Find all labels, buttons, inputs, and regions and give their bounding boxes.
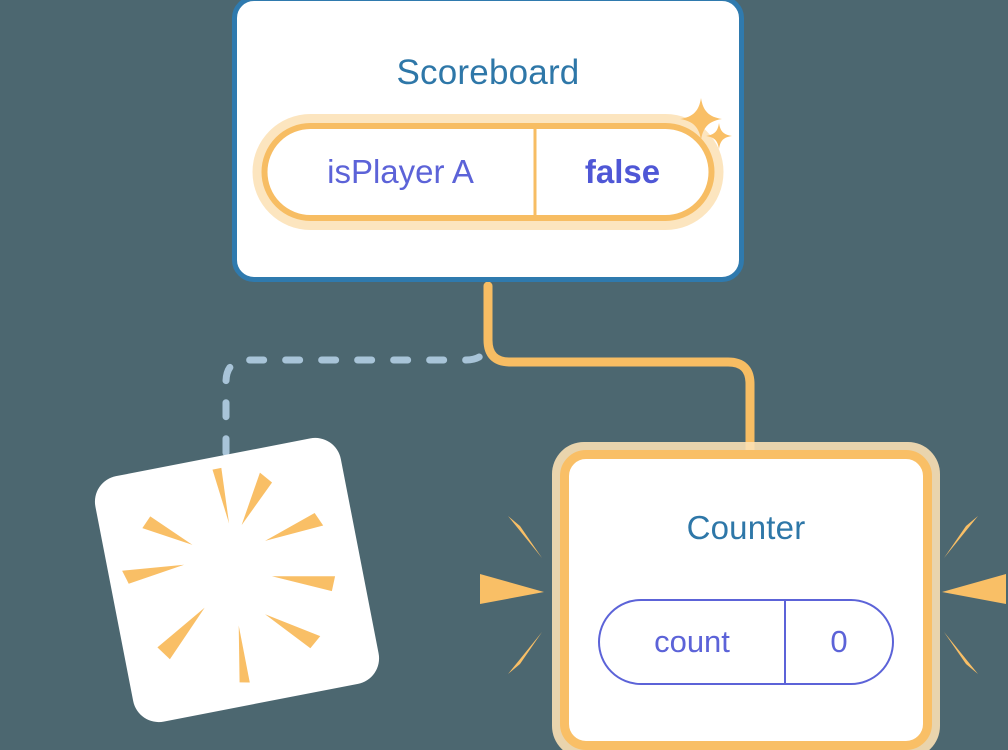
card-counter[interactable]: Counter count 0	[560, 450, 932, 750]
card-blank-highlighted[interactable]	[90, 433, 384, 727]
state-chip-isplayer-a[interactable]: isPlayer A false	[252, 114, 724, 230]
chip-value-label-count: 0	[784, 601, 892, 683]
state-chip-count[interactable]: count 0	[598, 599, 894, 685]
sparkle-large-icon	[680, 98, 722, 140]
connector-scoreboard-to-counter	[483, 281, 755, 465]
page-title-counter: Counter	[686, 509, 806, 546]
page-title-scoreboard: Scoreboard	[396, 53, 580, 92]
chip-key-label-count: count	[654, 624, 730, 659]
counter-rays-left-icon	[480, 516, 544, 674]
chip-key-label: isPlayer A	[327, 153, 474, 190]
chip-value-label: false	[533, 129, 709, 215]
sparkle-small-icon	[706, 123, 732, 149]
counter-rays-right-icon	[942, 516, 1006, 674]
card-scoreboard[interactable]: Scoreboard isPlayer A false	[232, 0, 744, 282]
burst-rays-icon	[122, 467, 336, 683]
